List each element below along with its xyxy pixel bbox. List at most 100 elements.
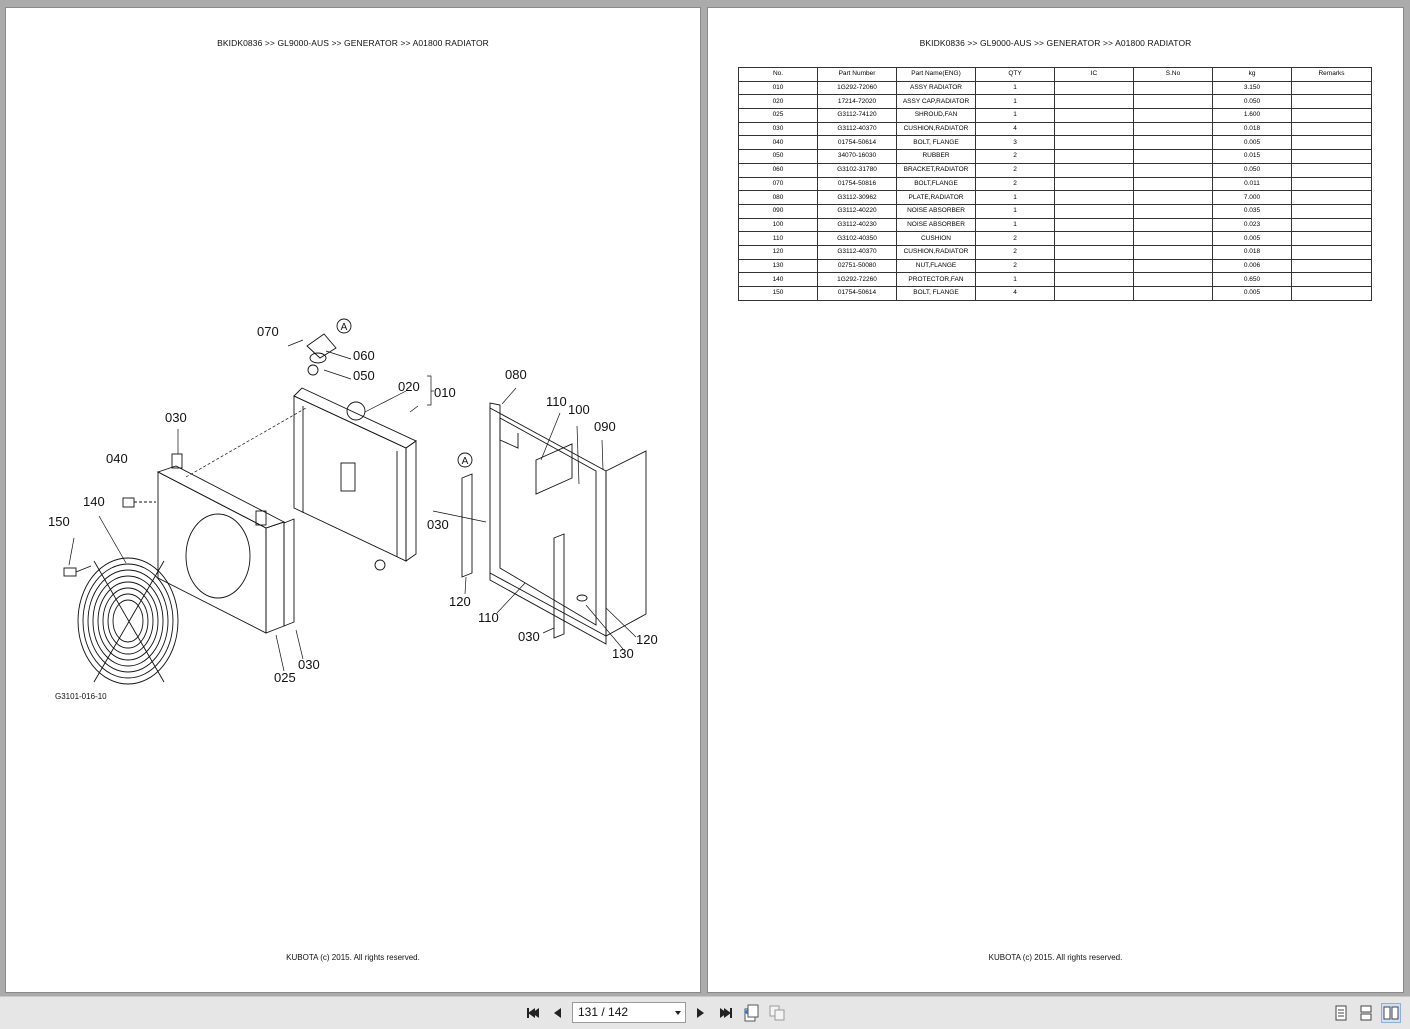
pdf-page-left: BKIDK0836 >> GL9000-AUS >> GENERATOR >> …: [5, 7, 701, 993]
continuous-view-icon[interactable]: [1356, 1003, 1376, 1023]
table-cell: ASSY CAP,RADIATOR: [896, 94, 976, 110]
callout-110: 110: [478, 610, 499, 625]
table-cell: 060: [738, 162, 818, 178]
table-cell: 150: [738, 286, 818, 301]
table-cell: [1054, 135, 1134, 151]
table-cell: BOLT,FLANGE: [896, 176, 976, 192]
last-page-icon[interactable]: [716, 1003, 736, 1023]
table-cell: [1054, 286, 1134, 301]
table-cell: [1054, 94, 1134, 110]
table-cell: 0.006: [1212, 258, 1292, 274]
table-cell: 120: [738, 244, 818, 260]
table-cell: 4: [975, 121, 1055, 137]
column-header: QTY: [975, 67, 1055, 82]
table-cell: [1054, 108, 1134, 123]
table-cell: [1291, 80, 1372, 96]
callout-030: 030: [427, 517, 449, 532]
table-cell: 0.005: [1212, 231, 1292, 246]
table-cell: 0.005: [1212, 286, 1292, 301]
table-cell: 34070-16030: [817, 149, 897, 164]
table-cell: 01754-50816: [817, 176, 897, 192]
table-cell: 0.050: [1212, 94, 1292, 110]
table-cell: [1133, 108, 1213, 123]
table-cell: 130: [738, 258, 818, 274]
facing-view-icon[interactable]: [1381, 1003, 1401, 1023]
table-cell: 2: [975, 176, 1055, 192]
callout-140: 140: [83, 494, 105, 509]
table-cell: 7.000: [1212, 190, 1292, 205]
table-cell: 01754-50614: [817, 135, 897, 151]
fit-width-icon[interactable]: [741, 1003, 761, 1023]
radiator-drawing: [293, 333, 417, 571]
fan-shroud-drawing: [156, 453, 286, 634]
table-cell: 1: [975, 217, 1055, 233]
callout-labels: 070 060 050 020 010 030 040 140 150 025 …: [48, 324, 658, 685]
previous-page-icon[interactable]: [548, 1003, 568, 1023]
column-header: IC: [1054, 67, 1134, 82]
table-cell: [1133, 162, 1213, 178]
table-cell: 2: [975, 244, 1055, 260]
table-cell: 1: [975, 203, 1055, 219]
pdf-page-right: BKIDK0836 >> GL9000-AUS >> GENERATOR >> …: [707, 7, 1404, 993]
table-cell: [1133, 121, 1213, 137]
table-cell: 1: [975, 190, 1055, 205]
exploded-parts-diagram: 070 060 050 020 010 030 040 140 150 025 …: [48, 318, 658, 685]
table-cell: 030: [738, 121, 818, 137]
table-cell: [1291, 231, 1372, 246]
table-cell: 0.050: [1212, 162, 1292, 178]
table-cell: 010: [738, 80, 818, 96]
callout-100: 100: [568, 402, 590, 417]
table-cell: [1054, 190, 1134, 205]
reference-marker-a: A: [336, 318, 352, 334]
table-cell: 0.011: [1212, 176, 1292, 192]
first-page-icon[interactable]: [523, 1003, 543, 1023]
column-header: Remarks: [1291, 67, 1372, 82]
table-cell: 090: [738, 203, 818, 219]
callout-110: 110: [546, 394, 567, 409]
bolt-150-drawing: [63, 565, 92, 577]
table-cell: 0.035: [1212, 203, 1292, 219]
page-number-select[interactable]: 131 / 142: [572, 1002, 686, 1023]
table-cell: G3102-31780: [817, 162, 897, 178]
table-cell: [1054, 203, 1134, 219]
table-cell: 3: [975, 135, 1055, 151]
table-cell: [1291, 190, 1372, 205]
single-page-view-icon[interactable]: [1331, 1003, 1351, 1023]
table-cell: PROTECTOR,FAN: [896, 272, 976, 287]
callout-070: 070: [257, 324, 279, 339]
table-cell: [1291, 149, 1372, 164]
table-cell: [1133, 286, 1213, 301]
callout-040: 040: [106, 451, 128, 466]
column-header: Part Name(ENG): [896, 67, 976, 82]
table-cell: 0.018: [1212, 121, 1292, 137]
table-cell: [1291, 94, 1372, 110]
callout-080: 080: [505, 367, 527, 382]
table-cell: G3112-40220: [817, 203, 897, 219]
table-cell: 1G292-72260: [817, 272, 897, 287]
table-cell: [1291, 162, 1372, 178]
table-cell: G3112-40370: [817, 244, 897, 260]
table-cell: 0.023: [1212, 217, 1292, 233]
table-cell: [1133, 203, 1213, 219]
table-cell: [1291, 135, 1372, 151]
table-cell: [1054, 80, 1134, 96]
breadcrumb: BKIDK0836 >> GL9000-AUS >> GENERATOR >> …: [919, 38, 1192, 48]
callout-050: 050: [353, 368, 375, 383]
table-cell: SHROUD,FAN: [896, 108, 976, 123]
table-cell: 080: [738, 190, 818, 205]
table-cell: [1054, 272, 1134, 287]
table-cell: 020: [738, 94, 818, 110]
table-cell: 0.005: [1212, 135, 1292, 151]
table-header-row: No. Part Number Part Name(ENG) QTY IC S.…: [738, 67, 1372, 82]
next-page-icon[interactable]: [690, 1003, 710, 1023]
table-cell: 2: [975, 162, 1055, 178]
two-up-icon[interactable]: [767, 1003, 787, 1023]
table-cell: [1054, 231, 1134, 246]
callout-090: 090: [594, 419, 616, 434]
table-cell: 2: [975, 149, 1055, 164]
